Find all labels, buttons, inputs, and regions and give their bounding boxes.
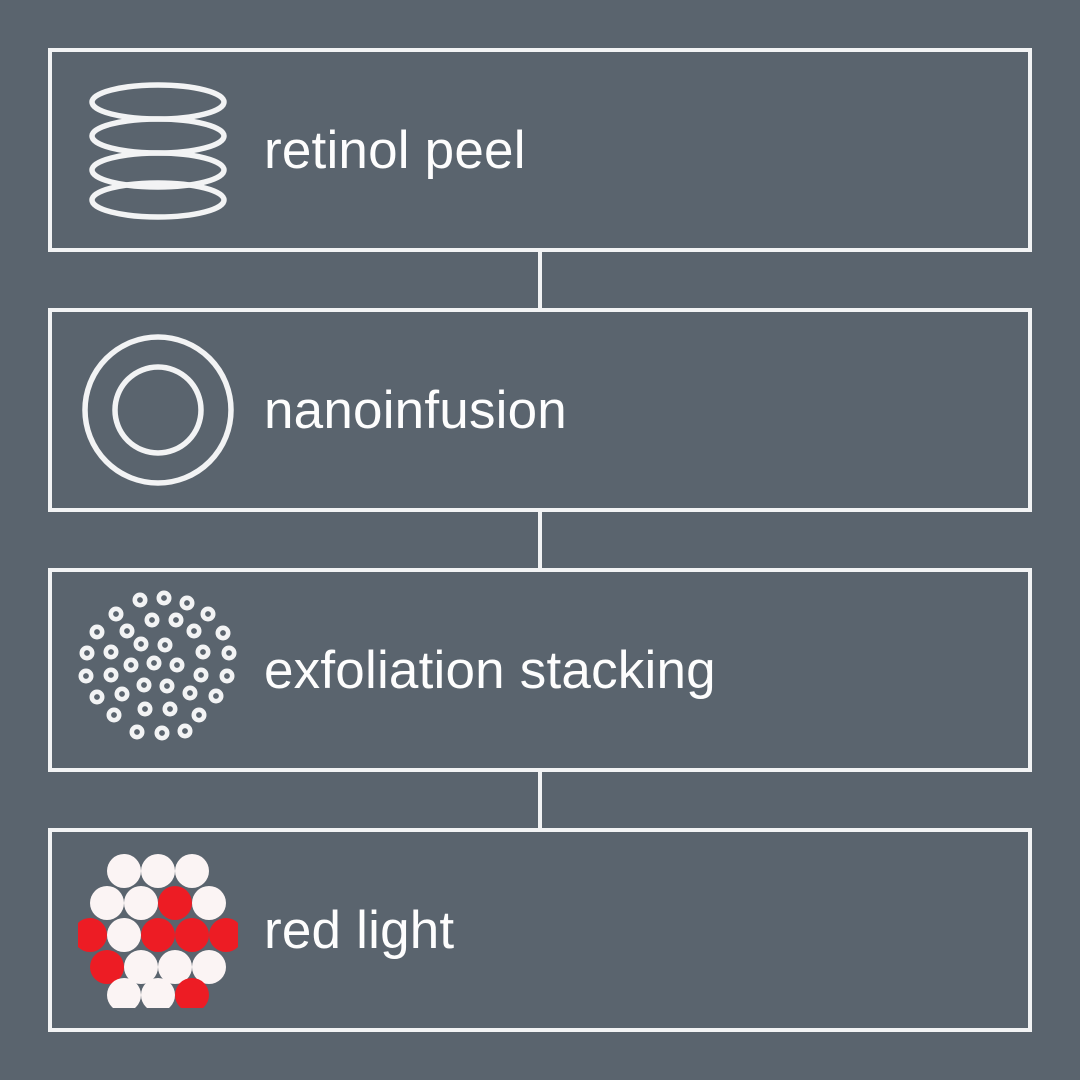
connector-1-2 (538, 252, 542, 308)
flow-node-label: retinol peel (264, 120, 526, 180)
flow-node-label: nanoinfusion (264, 380, 567, 440)
connector-2-3 (538, 512, 542, 568)
ring-cluster-icon (52, 572, 264, 768)
flow-node-label: exfoliation stacking (264, 640, 716, 700)
dot-matrix-icon (52, 832, 264, 1028)
connector-3-4 (538, 772, 542, 828)
flow-node-red-light[interactable]: red light (48, 828, 1032, 1032)
flow-node-retinol-peel[interactable]: retinol peel (48, 48, 1032, 252)
flow-node-nanoinfusion[interactable]: nanoinfusion (48, 308, 1032, 512)
concentric-circles-icon (52, 312, 264, 508)
flow-chart: retinol peel nanoinfusion (48, 48, 1032, 1032)
flow-node-exfoliation-stacking[interactable]: exfoliation stacking (48, 568, 1032, 772)
flow-node-label: red light (264, 900, 455, 960)
stacked-ellipses-icon (52, 52, 264, 248)
